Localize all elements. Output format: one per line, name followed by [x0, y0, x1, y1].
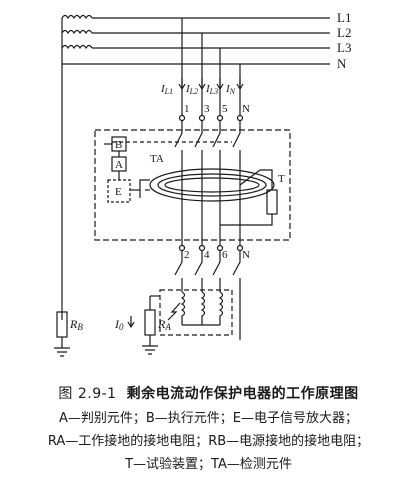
legend-line-2: RA—工作接地的接地电阻；RB—电源接地的接地电阻；	[47, 434, 370, 449]
test-resistor-t	[266, 189, 278, 215]
legend-line-3: T—试验装置；TA—检测元件	[125, 457, 292, 472]
block-ta-label: TA	[150, 153, 164, 165]
resistor-rb-label: RB	[69, 317, 83, 332]
block-b-label: B	[115, 139, 122, 151]
current-il3-label: IL3	[205, 83, 218, 96]
terminal-top-n: N	[242, 103, 250, 115]
current-il2-label: IL2	[185, 83, 198, 96]
resistor-ra	[144, 309, 156, 336]
terminal-bottom-2: 2	[184, 249, 190, 261]
legend-line-1: A—判别元件；B—执行元件；E—电子信号放大器；	[58, 411, 359, 426]
terminal-bottom-4: 4	[204, 249, 210, 261]
terminal-bottom-n: N	[242, 249, 250, 261]
rcd-enclosure	[94, 129, 291, 241]
figure-title: 图 2.9-1 剩余电流动作保护电器的工作原理图	[0, 383, 417, 403]
block-a-label: A	[115, 159, 123, 171]
current-il1-label: IL1	[160, 83, 173, 96]
terminal-top-3: 3	[204, 103, 210, 115]
resistor-ra-label: RA	[157, 317, 171, 332]
terminal-bottom-6: 6	[222, 249, 228, 261]
line-n-label: N	[337, 56, 347, 71]
line-l1-label: L1	[337, 10, 351, 25]
rcd-circuit-diagram: L1 L2 L3 N IL1 IL2 IL3 IN 1 3 5 N 2 4 6 …	[54, 10, 351, 357]
terminal-top-5: 5	[222, 103, 228, 115]
current-i0-label: I0	[114, 317, 124, 332]
figure-title-text: 剩余电流动作保护电器的工作原理图	[126, 386, 359, 402]
terminal-top-1: 1	[184, 103, 190, 115]
line-l3-label: L3	[337, 40, 351, 55]
current-in-label: IN	[225, 83, 236, 96]
load-enclosure	[159, 289, 233, 336]
block-t-label: T	[278, 173, 285, 185]
toroid-ta	[149, 168, 275, 202]
figure-number: 图 2.9-1	[58, 386, 117, 402]
block-e-label: E	[115, 186, 122, 198]
line-l2-label: L2	[337, 25, 351, 40]
supply-transformer-coils	[61, 14, 93, 50]
